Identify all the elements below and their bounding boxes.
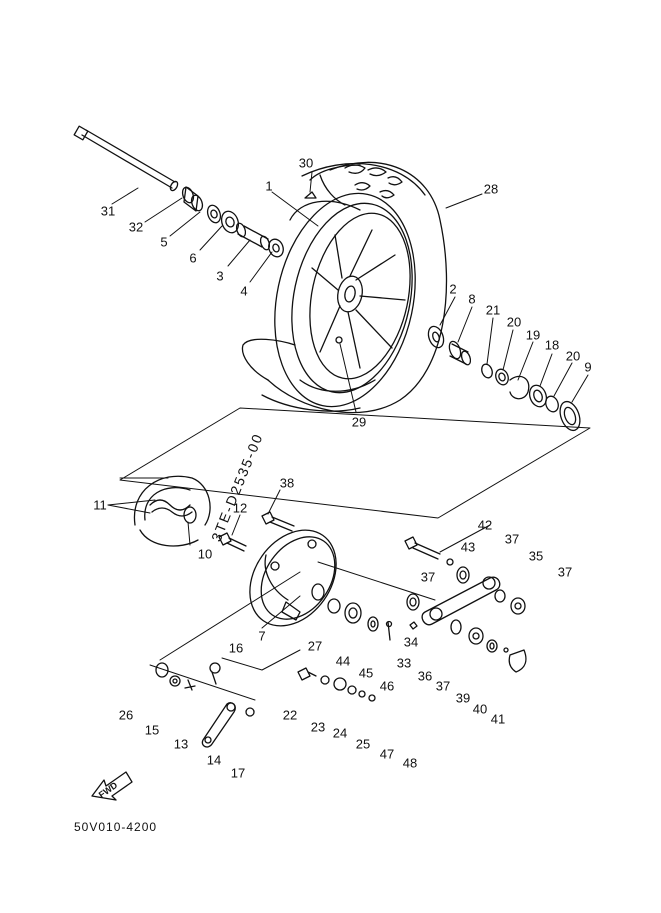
callout-2: 2 — [449, 281, 457, 297]
callout-16: 16 — [228, 640, 244, 656]
tire — [241, 161, 448, 414]
tension-bar-group — [404, 536, 526, 630]
callout-37-a: 37 — [504, 531, 520, 547]
callout-36: 36 — [417, 668, 433, 684]
valve-and-clip — [304, 191, 343, 344]
brake-cam-arm — [155, 662, 376, 748]
callout-4: 4 — [240, 283, 248, 299]
callout-46: 46 — [379, 678, 395, 694]
callout-10: 10 — [197, 546, 213, 562]
callout-8: 8 — [468, 291, 476, 307]
callout-6: 6 — [189, 250, 197, 266]
callout-17: 17 — [230, 765, 246, 781]
callout-38: 38 — [279, 475, 295, 491]
callout-39: 39 — [455, 690, 471, 706]
wheel-rim — [274, 192, 416, 408]
callout-28: 28 — [483, 181, 499, 197]
callout-47: 47 — [379, 746, 395, 762]
callout-37-c: 37 — [557, 564, 573, 580]
callout-3: 3 — [216, 268, 224, 284]
callout-30: 30 — [298, 155, 314, 171]
left-hub-parts — [181, 186, 284, 258]
callout-18: 18 — [544, 337, 560, 353]
callout-15: 15 — [144, 722, 160, 738]
callout-35: 35 — [528, 548, 544, 564]
callout-33: 33 — [396, 655, 412, 671]
callout-34: 34 — [403, 634, 419, 650]
callout-37-b: 37 — [420, 569, 436, 585]
callout-14: 14 — [206, 752, 222, 768]
callout-29: 29 — [351, 414, 367, 430]
callout-40: 40 — [472, 701, 488, 717]
callout-11: 11 — [93, 497, 107, 513]
brake-panel — [249, 529, 337, 627]
callout-44: 44 — [335, 653, 351, 669]
callout-21: 21 — [485, 302, 501, 318]
callout-43: 43 — [460, 539, 476, 555]
reference-plane — [119, 407, 591, 519]
fwd-arrow-icon — [91, 771, 133, 801]
callout-48: 48 — [402, 755, 418, 771]
callout-20-a: 20 — [506, 314, 522, 330]
callout-7: 7 — [258, 628, 266, 644]
callout-23: 23 — [310, 719, 326, 735]
callout-24: 24 — [332, 725, 348, 741]
callout-5: 5 — [160, 234, 168, 250]
callout-41: 41 — [490, 711, 506, 727]
callout-9: 9 — [584, 359, 592, 375]
callout-1: 1 — [265, 178, 273, 194]
bolts — [218, 511, 295, 552]
diagram-code: 50V010-4200 — [74, 820, 158, 834]
leader-lines — [107, 171, 589, 629]
callout-13: 13 — [173, 736, 189, 752]
callout-26: 26 — [118, 707, 134, 723]
small-hardware — [327, 598, 527, 673]
callout-22: 22 — [282, 707, 298, 723]
axle — [73, 125, 179, 192]
callout-32: 32 — [128, 219, 144, 235]
callout-20-b: 20 — [565, 348, 581, 364]
callout-19: 19 — [525, 327, 541, 343]
callout-27: 27 — [307, 638, 323, 654]
right-hub-parts — [427, 325, 581, 432]
callout-12: 12 — [232, 500, 248, 516]
callout-45: 45 — [358, 665, 374, 681]
callout-42: 42 — [477, 517, 493, 533]
brake-shoes — [133, 475, 211, 547]
callout-25: 25 — [355, 736, 371, 752]
callout-37-d: 37 — [435, 678, 451, 694]
callout-31: 31 — [100, 203, 116, 219]
